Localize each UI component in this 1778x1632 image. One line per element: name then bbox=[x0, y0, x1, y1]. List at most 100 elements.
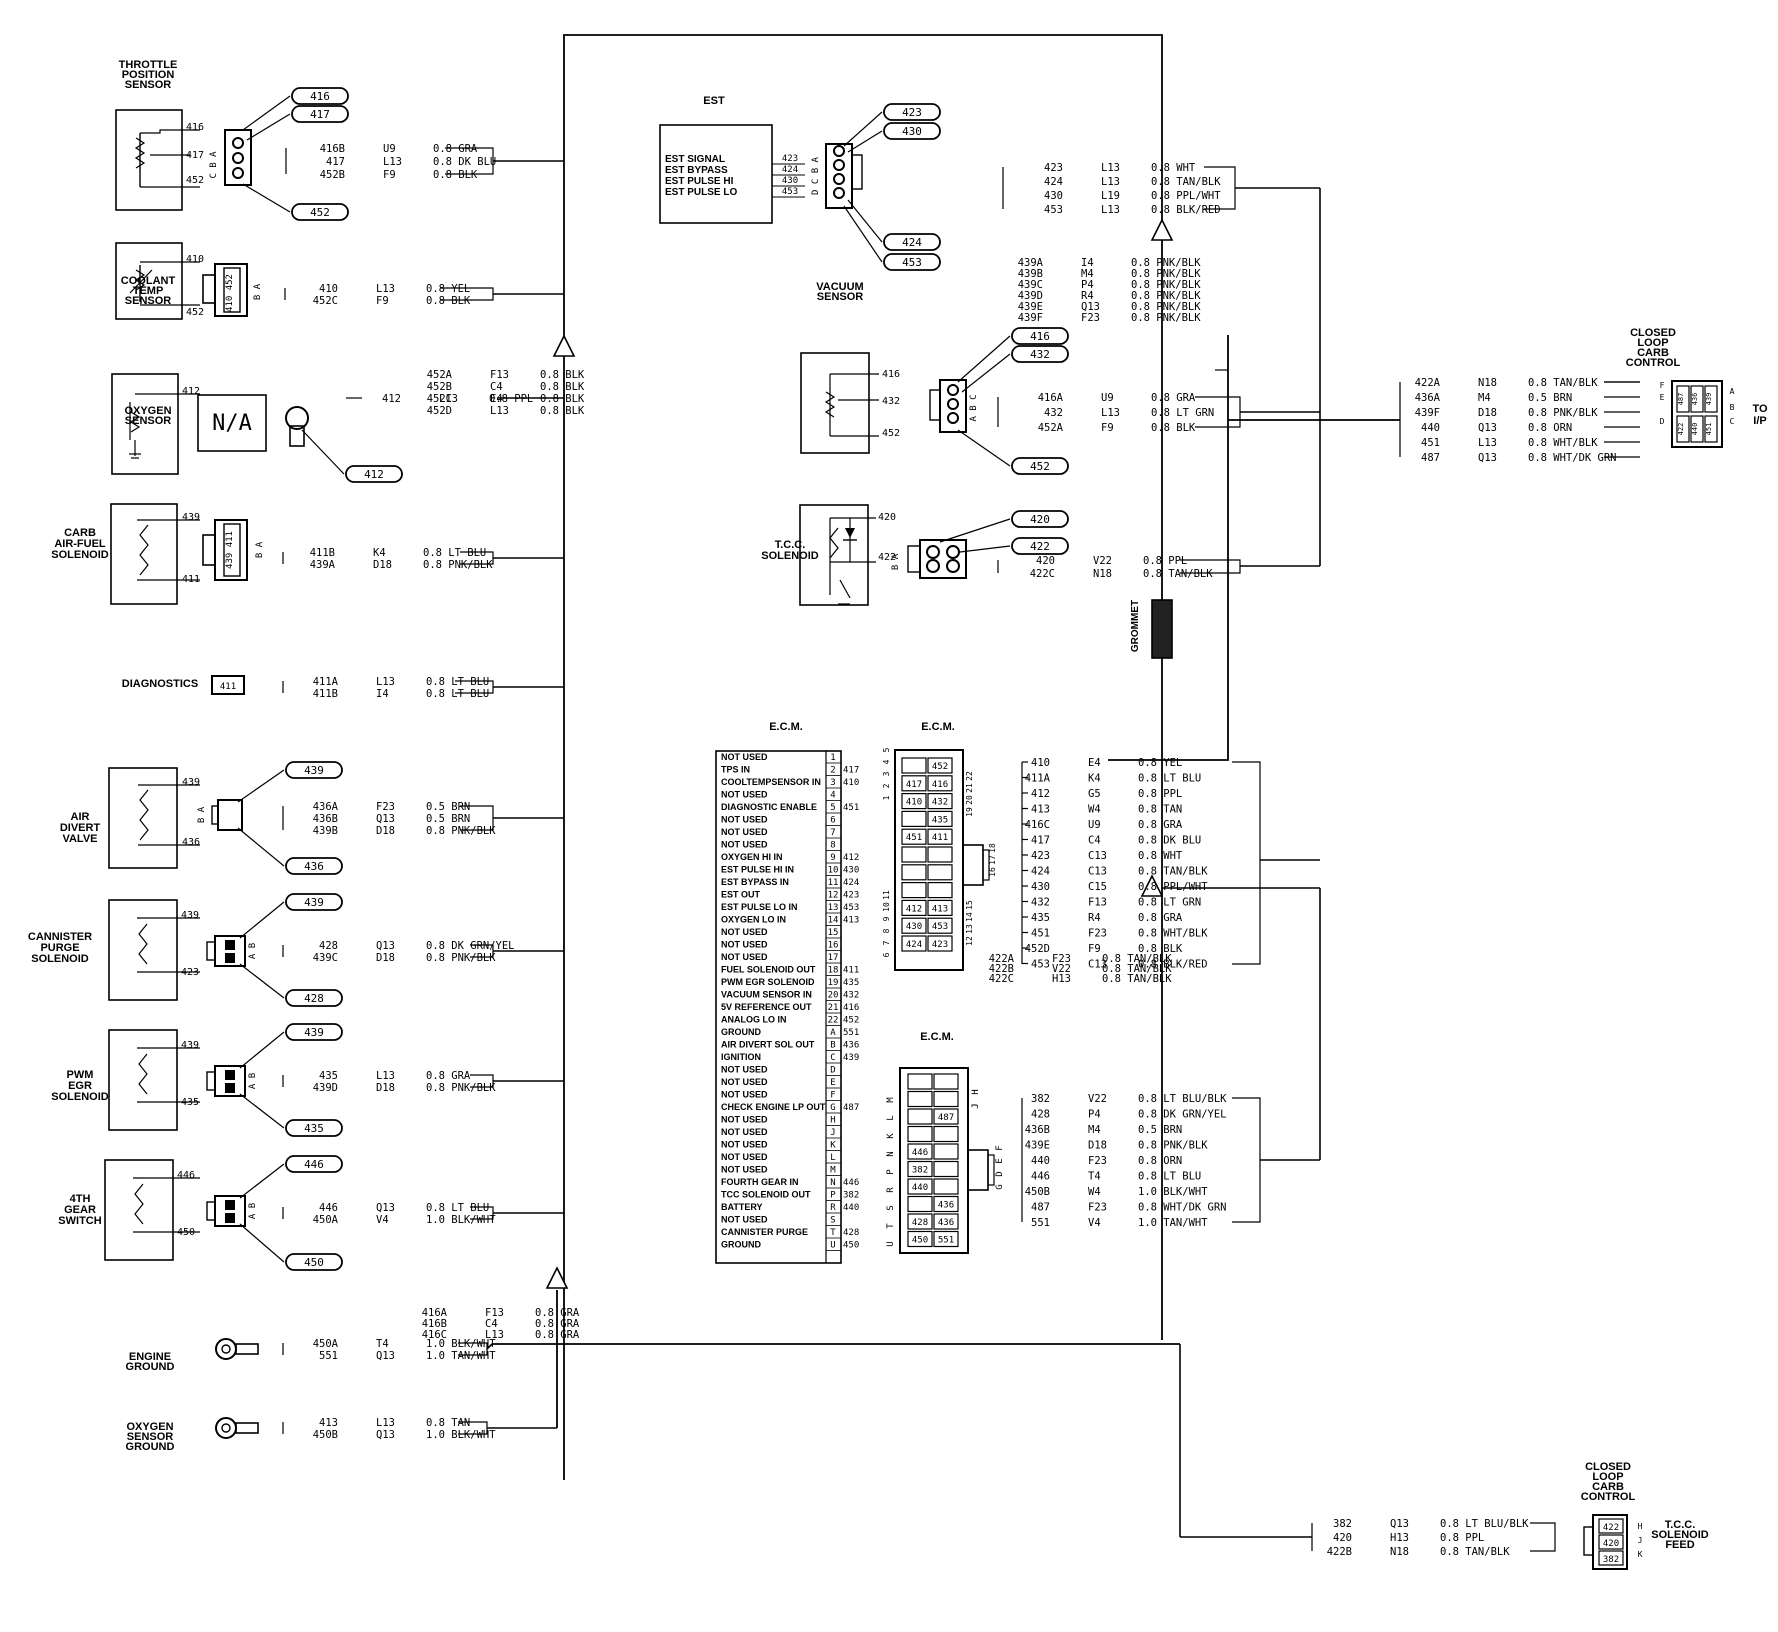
wire-spec: 0.8 PNK/BLK bbox=[426, 1082, 496, 1094]
tcc-title: SOLENOID bbox=[761, 550, 819, 562]
label: J bbox=[1638, 1536, 1643, 1545]
circuit-tag bbox=[285, 1253, 343, 1271]
ecm-pin-id: J bbox=[830, 1128, 835, 1138]
ecm-cavity-circuit: 446 bbox=[912, 1148, 928, 1158]
ecm-pin-circuit: 432 bbox=[843, 991, 859, 1001]
wire-circuit: 411A bbox=[1025, 773, 1051, 785]
ecm-pin-function: NOT USED bbox=[721, 1065, 768, 1075]
ecm-pin-table bbox=[715, 750, 842, 1264]
ecm-pin-function: NOT USED bbox=[721, 1215, 768, 1225]
ecm-cavity bbox=[927, 917, 953, 934]
wire-circuit: 424 bbox=[1031, 866, 1050, 878]
label: K bbox=[1638, 1550, 1643, 1559]
pin-socket bbox=[232, 137, 244, 149]
wire-location: D18 bbox=[376, 952, 395, 964]
wire-circuit: 422C bbox=[989, 973, 1014, 985]
box bbox=[851, 154, 863, 190]
wire-spec: 0.8 PNK/BLK bbox=[1131, 257, 1201, 269]
ecm-pin-function: EST OUT bbox=[721, 890, 761, 900]
ecm-pin-function: FOURTH GEAR IN bbox=[721, 1177, 799, 1187]
circuit-tag bbox=[1011, 327, 1069, 345]
wire-path bbox=[138, 1053, 148, 1095]
tcc-feed-label: SOLENOID bbox=[1651, 1529, 1709, 1541]
ecm-pin-id: 12 bbox=[828, 891, 839, 901]
circuit-tag-label: 435 bbox=[304, 1122, 324, 1135]
ecm-cavity bbox=[933, 1143, 959, 1160]
est-pin: 424 bbox=[782, 165, 798, 175]
circuit-tag-label: 430 bbox=[902, 125, 922, 138]
wire-path bbox=[246, 113, 291, 141]
wire-circuit: 428 bbox=[319, 940, 338, 952]
wire-location: N18 bbox=[1478, 377, 1497, 389]
splice-triangle bbox=[1140, 874, 1164, 897]
label: 13 bbox=[965, 924, 974, 934]
ecm-pin-id: 6 bbox=[830, 816, 835, 826]
wire-circuit: 551 bbox=[1031, 1217, 1050, 1229]
label: D bbox=[1660, 417, 1665, 426]
diagnostics-title: DIAGNOSTICS bbox=[122, 678, 198, 690]
oxygen-na-box bbox=[197, 394, 267, 452]
wire-location: E4 bbox=[1088, 757, 1101, 769]
ecm-title: E.C.M. bbox=[920, 1031, 954, 1043]
ecm-cavity bbox=[933, 1230, 959, 1248]
wire-circuit: 417 bbox=[326, 156, 345, 168]
ecm-pin-function: NOT USED bbox=[721, 1127, 768, 1137]
ecm-cavity-circuit: 382 bbox=[912, 1166, 928, 1176]
wire-circuit: 450B bbox=[1025, 1186, 1050, 1198]
ecm-cavity bbox=[933, 1125, 959, 1143]
wire-location: L13 bbox=[376, 676, 395, 688]
wire-location: M4 bbox=[1478, 392, 1491, 404]
wire-location: F13 bbox=[485, 1307, 504, 1319]
carb-title: SOLENOID bbox=[51, 549, 109, 561]
tps-title: THROTTLE bbox=[119, 59, 178, 71]
ecm-pin-function: NOT USED bbox=[721, 815, 768, 825]
tcc-box bbox=[799, 504, 869, 606]
air-divert-title: AIR bbox=[71, 811, 90, 823]
ecm-cavity bbox=[907, 1108, 933, 1125]
label: 5 bbox=[882, 747, 891, 752]
wire-path bbox=[839, 579, 851, 599]
ecm-pin-function: CANNISTER PURGE bbox=[721, 1227, 808, 1237]
wire-path bbox=[239, 1031, 285, 1069]
wire-spec: 0.8 PNK/BLK bbox=[1131, 290, 1201, 302]
wire-location: D18 bbox=[1088, 1140, 1107, 1152]
circuit-tag bbox=[285, 857, 343, 875]
wire-location: F9 bbox=[1101, 422, 1114, 434]
label: 20 bbox=[965, 795, 974, 805]
ring-terminal bbox=[215, 1338, 237, 1360]
label: 440 bbox=[1691, 423, 1699, 436]
circuit-tag bbox=[291, 203, 349, 221]
tps-box bbox=[115, 109, 183, 211]
ecm-pin-function: ANALOG LO IN bbox=[721, 1015, 787, 1025]
wire-spec: 0.8 TAN/BLK bbox=[1151, 176, 1221, 188]
label: 417 bbox=[186, 150, 204, 161]
box bbox=[1598, 1550, 1624, 1566]
pin bbox=[225, 1083, 235, 1093]
wire-circuit: 452B bbox=[427, 381, 452, 393]
ecm-cavity bbox=[933, 1160, 959, 1178]
wire-circuit: 439A bbox=[1018, 257, 1044, 269]
air-box bbox=[108, 767, 178, 869]
ecm-pin-id: 19 bbox=[828, 978, 839, 988]
wire-location: L13 bbox=[1101, 407, 1120, 419]
wire-location: R4 bbox=[1081, 290, 1094, 302]
wire-location: T4 bbox=[1088, 1171, 1101, 1183]
wire-spec: 0.8 LT BLU bbox=[423, 547, 486, 559]
wire-spec: 0.8 TAN/BLK bbox=[1143, 568, 1213, 580]
ecm-cavity bbox=[927, 881, 953, 899]
box bbox=[1704, 415, 1718, 443]
wire-circuit: 432 bbox=[1044, 407, 1063, 419]
clc2-title: CARB bbox=[1592, 1481, 1624, 1493]
label: B A bbox=[891, 553, 901, 570]
eng-title: ENGINE bbox=[129, 1351, 171, 1363]
box bbox=[987, 1154, 995, 1186]
coolant-title: COOLANT bbox=[121, 275, 176, 287]
label: 11 bbox=[882, 890, 891, 900]
label: A B bbox=[248, 943, 258, 959]
label: 22 bbox=[965, 771, 974, 781]
wire-location: C13 bbox=[1088, 866, 1107, 878]
ecm-cavity-circuit: 450 bbox=[912, 1236, 928, 1246]
est-signal-label: EST PULSE LO bbox=[665, 187, 737, 198]
wire-spec: 0.8 PNK/BLK bbox=[1138, 1140, 1208, 1152]
circuit-tag-label: 423 bbox=[902, 106, 922, 119]
